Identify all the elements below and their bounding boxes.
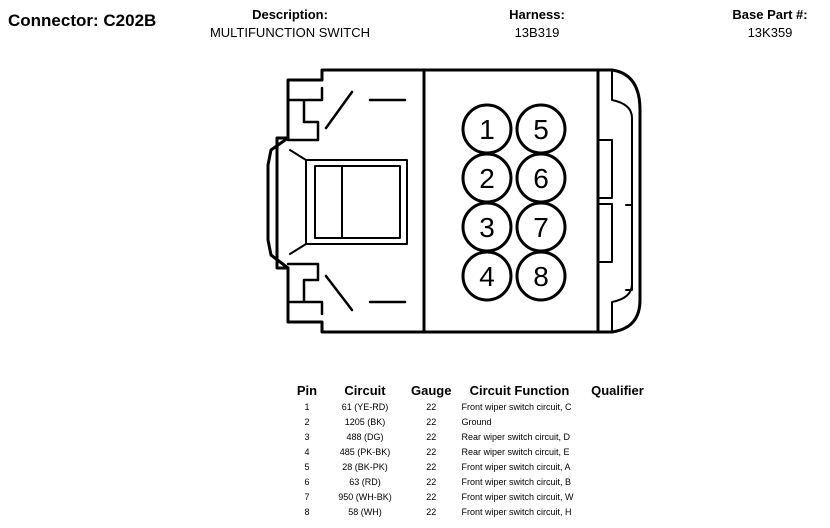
latch-hinge-bottom	[289, 243, 307, 255]
cell-circuit: 28 (BK-PK)	[342, 461, 388, 472]
pinout-table: Pin Circuit Gauge Circuit Function Quali…	[291, 381, 651, 519]
col-header-function: Circuit Function	[469, 382, 570, 398]
cell-gauge: 22	[426, 431, 437, 442]
table-row: 5 28 (BK-PK) 22 Front wiper switch circu…	[291, 459, 651, 474]
table-row: 4 485 (PK-BK) 22 Rear wiper switch circu…	[291, 444, 651, 459]
cell-pin: 5	[304, 461, 310, 472]
pin-housing-outline	[422, 68, 600, 334]
pin-label-4: 4	[479, 261, 495, 292]
table-row: 1 61 (YE-RD) 22 Front wiper switch circu…	[291, 399, 651, 414]
cell-qualifier	[583, 414, 651, 429]
connector-label: Connector:	[8, 11, 99, 30]
cell-pin: 3	[304, 431, 310, 442]
cell-gauge: 22	[426, 461, 437, 472]
harness-block: Harness: 13B319	[487, 7, 587, 41]
cell-function: Ground	[461, 416, 492, 427]
lower-lock-outline	[286, 262, 324, 316]
cell-pin: 8	[304, 506, 310, 517]
cell-qualifier	[583, 474, 651, 489]
cell-pin: 2	[304, 416, 310, 427]
pin-label-5: 5	[533, 114, 549, 145]
table-row: 6 63 (RD) 22 Front wiper switch circuit,…	[291, 474, 651, 489]
col-header-pin: Pin	[296, 382, 318, 398]
pin-label-2: 2	[479, 163, 495, 194]
latch-window-inner	[314, 165, 401, 239]
cell-gauge: 22	[426, 446, 437, 457]
cell-pin: 7	[304, 491, 310, 502]
col-header-gauge: Gauge	[411, 382, 452, 398]
base-part-value: 13K359	[747, 25, 793, 40]
latch-hinge-top	[289, 149, 307, 161]
cell-gauge: 22	[426, 401, 437, 412]
description-value: MULTIFUNCTION SWITCH	[209, 25, 371, 40]
col-header-circuit: Circuit	[344, 382, 386, 398]
cell-function: Rear wiper switch circuit, E	[461, 446, 570, 457]
cell-circuit: 1205 (BK)	[344, 416, 386, 427]
col-header-qualifier: Qualifier	[591, 382, 644, 398]
cell-qualifier	[583, 459, 651, 474]
upper-lock-spring	[324, 90, 354, 130]
table-row: 7 950 (WH-BK) 22 Front wiper switch circ…	[291, 489, 651, 504]
connector-id: C202B	[103, 11, 157, 30]
cell-qualifier	[583, 399, 651, 414]
cell-circuit: 63 (RD)	[349, 476, 381, 487]
table-row: 8 58 (WH) 22 Front wiper switch circuit,…	[291, 504, 651, 519]
left-latch-outline	[266, 136, 290, 270]
cell-pin: 6	[304, 476, 310, 487]
cell-pin: 1	[304, 401, 310, 412]
pin-label-6: 6	[533, 163, 549, 194]
table-row: 2 1205 (BK) 22 Ground	[291, 414, 651, 429]
connector-face-diagram: 1 5 2 6 3 7 4 8	[266, 68, 642, 334]
end-cap-outline	[596, 68, 642, 334]
pin-cavity-8	[515, 250, 567, 302]
base-part-block: Base Part #: 13K359	[720, 7, 820, 41]
description-label: Description:	[252, 7, 328, 22]
cell-function: Rear wiper switch circuit, D	[461, 431, 570, 442]
cell-circuit: 58 (WH)	[348, 506, 382, 517]
cell-circuit: 950 (WH-BK)	[338, 491, 392, 502]
cell-function: Front wiper switch circuit, C	[461, 401, 572, 412]
cell-qualifier	[583, 489, 651, 504]
cell-circuit: 488 (DG)	[346, 431, 384, 442]
base-part-label: Base Part #:	[732, 7, 808, 22]
table-row: 3 488 (DG) 22 Rear wiper switch circuit,…	[291, 429, 651, 444]
cell-function: Front wiper switch circuit, A	[461, 461, 571, 472]
harness-value: 13B319	[514, 25, 560, 40]
connector-body-outline	[275, 68, 426, 334]
cell-function: Front wiper switch circuit, W	[461, 491, 574, 502]
end-cap-inner	[611, 69, 633, 333]
lower-lock-spring	[324, 274, 354, 312]
cell-circuit: 61 (YE-RD)	[341, 401, 389, 412]
latch-window-outer	[305, 159, 408, 245]
pin-label-1: 1	[479, 114, 495, 145]
pin-cavities: 1 5 2 6 3 7 4 8	[461, 103, 567, 302]
end-cap-rib-top	[597, 139, 613, 199]
cell-function: Front wiper switch circuit, H	[461, 506, 572, 517]
cell-gauge: 22	[426, 506, 437, 517]
cell-qualifier	[583, 429, 651, 444]
cell-qualifier	[583, 444, 651, 459]
harness-label: Harness:	[509, 7, 565, 22]
cell-function: Front wiper switch circuit, B	[461, 476, 571, 487]
description-block: Description: MULTIFUNCTION SWITCH	[190, 7, 390, 41]
pin-label-7: 7	[533, 212, 549, 243]
end-cap-slot	[625, 204, 633, 291]
end-cap-rib-bottom	[597, 203, 613, 263]
cell-gauge: 22	[426, 491, 437, 502]
pin-label-3: 3	[479, 212, 495, 243]
cell-gauge: 22	[426, 476, 437, 487]
connector-title: Connector: C202B	[8, 11, 156, 31]
cell-gauge: 22	[426, 416, 437, 427]
pin-cavity-4	[461, 250, 513, 302]
cell-qualifier	[583, 504, 651, 519]
cell-circuit: 485 (PK-BK)	[339, 446, 391, 457]
upper-lock-outline	[286, 86, 324, 142]
pinout-header-row: Pin Circuit Gauge Circuit Function Quali…	[291, 381, 651, 399]
cell-pin: 4	[304, 446, 310, 457]
pin-label-8: 8	[533, 261, 549, 292]
